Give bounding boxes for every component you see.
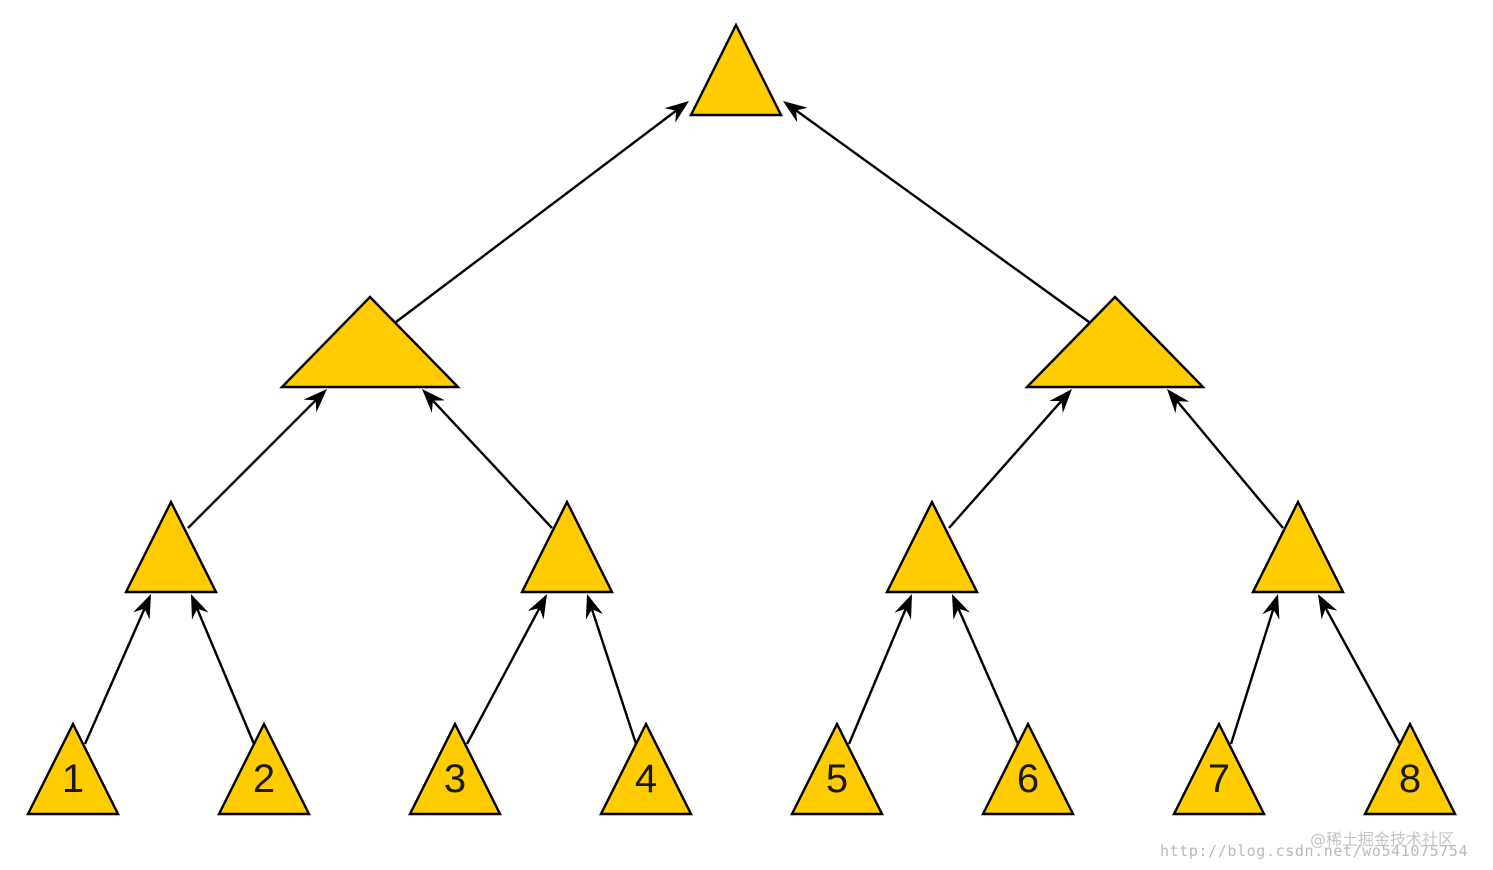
edges-layer <box>83 101 1402 745</box>
node-level1-left <box>279 295 461 389</box>
edge-level2-c-to-level1-right <box>948 400 1063 529</box>
arrowhead-level1-left-to-root <box>664 101 689 123</box>
edge-leaf-4-to-level2-b <box>590 608 638 745</box>
edge-leaf-6-to-level2-c <box>957 608 1020 745</box>
node-leaf-3 <box>408 721 502 816</box>
arrowhead-leaf-6-to-level2-c <box>952 594 970 620</box>
edge-level2-a-to-level1-left <box>187 399 317 529</box>
node-leaf-7 <box>1172 721 1266 816</box>
leaf-label-2: 2 <box>253 757 275 801</box>
node-level2-d <box>1251 499 1345 594</box>
leaf-label-5: 5 <box>826 757 848 801</box>
node-leaf-2 <box>217 721 311 816</box>
arrowhead-leaf-1-to-level2-a <box>133 594 151 620</box>
leaf-label-7: 7 <box>1208 757 1230 801</box>
edge-level1-left-to-root <box>395 109 677 323</box>
arrowhead-level2-d-to-level1-right <box>1167 389 1190 414</box>
arrowhead-leaf-4-to-level2-b <box>585 594 604 620</box>
leaf-label-6: 6 <box>1017 757 1039 801</box>
arrowhead-level1-right-to-root <box>783 101 808 123</box>
arrowhead-level2-c-to-level1-right <box>1049 389 1072 413</box>
arrowhead-leaf-7-to-level2-d <box>1262 594 1280 620</box>
node-leaf-5 <box>790 721 884 816</box>
edge-level2-b-to-level1-left <box>432 399 553 529</box>
leaf-label-1: 1 <box>62 757 84 801</box>
arrowhead-leaf-8-to-level2-d <box>1318 594 1338 620</box>
node-leaf-1 <box>26 721 120 816</box>
leaf-label-8: 8 <box>1399 757 1421 801</box>
watermark-brand: @稀土掘金技术社区 <box>1310 830 1455 849</box>
node-leaf-6 <box>981 721 1075 816</box>
node-leaf-8 <box>1363 721 1457 816</box>
node-level1-right <box>1024 295 1206 389</box>
edge-leaf-1-to-level2-a <box>83 608 146 745</box>
node-level2-a <box>124 499 218 594</box>
node-level2-c <box>885 499 979 594</box>
edge-level2-d-to-level1-right <box>1176 400 1284 529</box>
leaf-label-4: 4 <box>635 757 657 801</box>
edge-leaf-5-to-level2-c <box>847 608 907 745</box>
node-leaf-4 <box>599 721 693 816</box>
node-root <box>689 22 783 117</box>
arrowhead-leaf-3-to-level2-b <box>527 594 547 620</box>
watermark-url: http://blog.csdn.net/wo541075754 <box>1160 842 1469 860</box>
node-level2-b <box>520 499 614 594</box>
edge-leaf-7-to-level2-d <box>1229 608 1275 745</box>
nodes-layer: 1 2 3 4 5 6 7 8 <box>26 22 1457 816</box>
edge-level1-right-to-root <box>795 109 1090 323</box>
arrowhead-leaf-5-to-level2-c <box>894 594 912 620</box>
arrowhead-level2-b-to-level1-left <box>422 389 445 413</box>
arrowhead-leaf-2-to-level2-a <box>191 594 209 620</box>
edge-leaf-8-to-level2-d <box>1324 607 1402 745</box>
leaf-label-3: 3 <box>444 757 466 801</box>
edge-leaf-3-to-level2-b <box>465 607 541 745</box>
edge-leaf-2-to-level2-a <box>196 608 256 745</box>
arrowhead-level2-a-to-level1-left <box>303 389 327 413</box>
